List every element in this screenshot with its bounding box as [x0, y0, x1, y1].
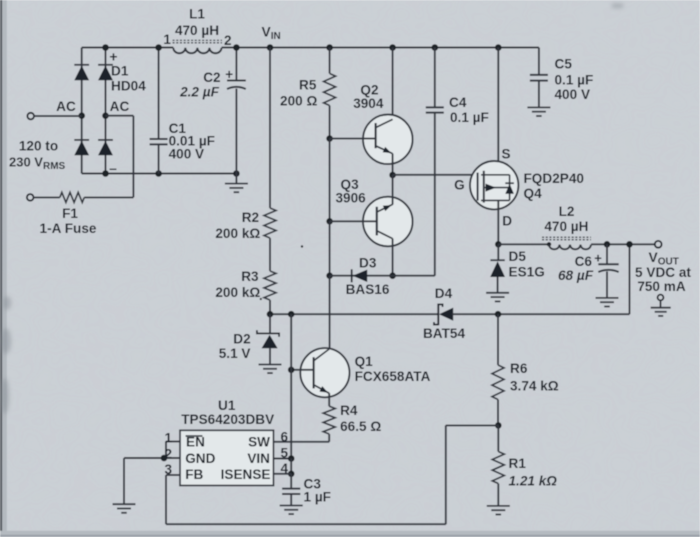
svg-text:BAT54: BAT54	[423, 326, 465, 341]
svg-text:AC: AC	[110, 99, 130, 114]
svg-text:D: D	[502, 214, 512, 229]
svg-text:HD04: HD04	[111, 78, 146, 93]
svg-text:2.2 µF: 2.2 µF	[179, 84, 220, 99]
svg-text:400 V: 400 V	[169, 146, 205, 161]
svg-text:5 VDC at: 5 VDC at	[635, 265, 691, 280]
svg-text:Q1: Q1	[355, 354, 374, 369]
svg-text:C4: C4	[449, 95, 467, 110]
svg-text:C6: C6	[575, 254, 593, 269]
svg-text:68 µF: 68 µF	[558, 268, 594, 283]
svg-text:EN: EN	[186, 435, 205, 450]
svg-text:+: +	[594, 251, 602, 266]
svg-text:66.5 Ω: 66.5 Ω	[340, 419, 381, 434]
svg-text:0.01 µF: 0.01 µF	[169, 133, 215, 148]
svg-text:S: S	[501, 146, 510, 161]
svg-text:FQD2P40: FQD2P40	[524, 171, 584, 186]
svg-text:FCX658ATA: FCX658ATA	[355, 369, 431, 384]
svg-text:200 Ω: 200 Ω	[280, 93, 317, 108]
svg-text:R2: R2	[242, 210, 260, 225]
svg-text:2: 2	[164, 447, 172, 462]
svg-text:R1: R1	[509, 456, 527, 471]
svg-text:SW: SW	[248, 435, 270, 450]
svg-text:C1: C1	[169, 121, 187, 136]
svg-text:F1: F1	[62, 206, 78, 221]
svg-text:ISENSE: ISENSE	[221, 467, 271, 482]
svg-text:470 µH: 470 µH	[544, 219, 588, 234]
svg-text:R5: R5	[299, 78, 317, 93]
svg-text:4: 4	[281, 461, 289, 476]
svg-text:400 V: 400 V	[555, 87, 591, 102]
svg-text:R3: R3	[241, 269, 259, 284]
svg-text:750 mA: 750 mA	[637, 279, 686, 294]
svg-text:R6: R6	[510, 361, 528, 376]
svg-text:2: 2	[224, 33, 232, 48]
svg-text:3: 3	[164, 462, 172, 477]
svg-text:+: +	[109, 49, 117, 65]
svg-text:C5: C5	[555, 57, 573, 72]
svg-text:1.21 kΩ: 1.21 kΩ	[509, 474, 558, 489]
svg-text:C3: C3	[304, 477, 322, 492]
svg-text:1 µF: 1 µF	[304, 490, 331, 505]
svg-text:–: –	[109, 160, 117, 176]
svg-text:D1: D1	[111, 64, 129, 79]
svg-text:G: G	[454, 177, 465, 192]
svg-text:Q2: Q2	[360, 83, 379, 98]
svg-text:120 to: 120 to	[19, 139, 58, 154]
svg-text:1: 1	[163, 32, 171, 47]
svg-text:1: 1	[164, 430, 172, 445]
svg-text:6: 6	[281, 429, 289, 444]
svg-text:D4: D4	[435, 286, 453, 301]
svg-text:D3: D3	[359, 255, 377, 270]
svg-text:5: 5	[281, 445, 289, 460]
svg-text:L1: L1	[189, 7, 205, 22]
svg-text:0.1 µF: 0.1 µF	[450, 110, 489, 125]
svg-text:L2: L2	[559, 204, 575, 219]
svg-text:3.74 kΩ: 3.74 kΩ	[510, 378, 559, 393]
svg-text:U1: U1	[218, 398, 236, 413]
svg-text:VIN: VIN	[247, 451, 270, 466]
svg-text:C2: C2	[203, 70, 221, 85]
svg-text:GND: GND	[185, 451, 215, 466]
svg-text:3906: 3906	[336, 191, 367, 206]
svg-text:Q3: Q3	[341, 177, 360, 192]
svg-text:+: +	[225, 67, 233, 82]
svg-text:3904: 3904	[353, 96, 384, 111]
svg-text:Q4: Q4	[524, 186, 543, 201]
svg-text:1-A Fuse: 1-A Fuse	[40, 221, 97, 236]
svg-text:ES1G: ES1G	[509, 265, 545, 280]
svg-text:R4: R4	[340, 403, 358, 418]
svg-text:D5: D5	[509, 249, 527, 264]
svg-text:0.1 µF: 0.1 µF	[555, 73, 594, 88]
svg-text:200 kΩ: 200 kΩ	[215, 226, 260, 241]
svg-text:D2: D2	[233, 331, 251, 346]
svg-text:200 kΩ: 200 kΩ	[215, 285, 260, 300]
svg-text:470 µH: 470 µH	[175, 23, 219, 38]
svg-text:AC: AC	[56, 99, 76, 114]
svg-text:FB: FB	[185, 467, 203, 482]
svg-text:BAS16: BAS16	[346, 282, 390, 297]
svg-text:5.1 V: 5.1 V	[219, 346, 251, 361]
svg-text:TPS64203DBV: TPS64203DBV	[181, 412, 274, 427]
